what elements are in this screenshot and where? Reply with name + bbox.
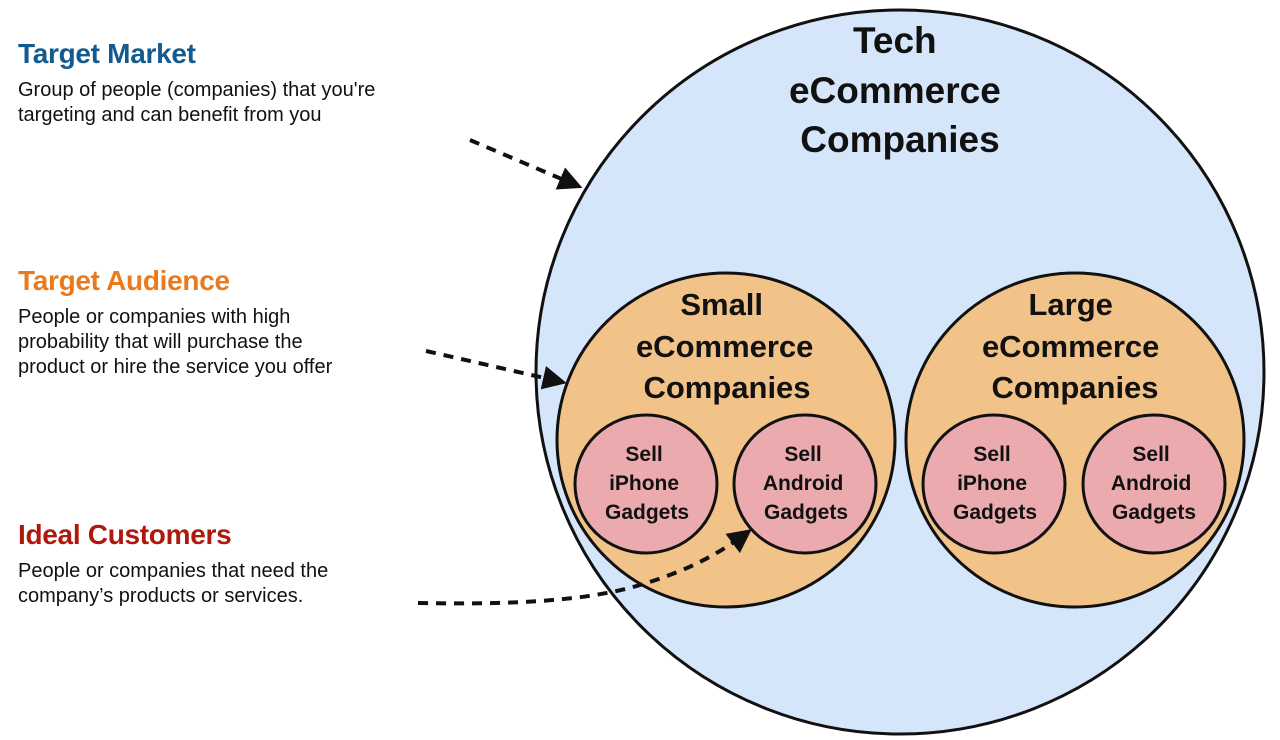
segment-label-line: Small xyxy=(680,287,763,322)
ideal-customers-title: Ideal Customers xyxy=(18,519,232,550)
niche-label-line: Android xyxy=(763,472,843,495)
target-audience-title: Target Audience xyxy=(18,265,230,296)
legend-ideal-customers: Ideal Customers People or companies that… xyxy=(18,519,328,609)
description-line: targeting and can benefit from you xyxy=(18,104,322,126)
niche-large-android-label: Sell Android Gadgets xyxy=(1111,443,1197,524)
niche-label-line: Sell xyxy=(784,443,821,466)
niche-label-line: Sell xyxy=(625,443,662,466)
legend-target-audience: Target Audience People or companies with… xyxy=(18,265,332,380)
niche-label-line: Gadgets xyxy=(1112,501,1196,524)
niche-label-line: Gadgets xyxy=(605,501,689,524)
niche-label-line: iPhone xyxy=(609,472,679,495)
niche-small-iphone-label: Sell iPhone Gadgets xyxy=(605,443,689,524)
legend-target-market: Target Market Group of people (companies… xyxy=(18,38,375,128)
market-label: Tech eCommerce Companies xyxy=(789,20,1011,160)
segment-label-line: eCommerce xyxy=(636,329,813,364)
segment-label-line: Large xyxy=(1028,287,1112,322)
arrow-target-audience xyxy=(425,349,567,390)
niche-label-line: Gadgets xyxy=(953,501,1037,524)
target-market-description: Group of people (companies) that you're … xyxy=(18,78,375,128)
arrow-ideal-customers xyxy=(417,529,752,606)
niche-circle-large-android xyxy=(1081,413,1227,555)
segment-label-line: Companies xyxy=(991,370,1158,405)
niche-label-line: Sell xyxy=(1132,443,1169,466)
niche-small-android-label: Sell Android Gadgets xyxy=(763,443,849,524)
niche-circle-small-iphone xyxy=(573,413,719,555)
target-market-title: Target Market xyxy=(18,38,196,69)
ideal-customers-description: People or companies that need the compan… xyxy=(18,559,328,609)
niche-circle-large-iphone xyxy=(921,413,1067,555)
segment-small-label: Small eCommerce Companies xyxy=(636,287,822,405)
description-line: company’s products or services. xyxy=(18,585,304,607)
target-audience-description: People or companies with high probabilit… xyxy=(18,305,332,380)
market-label-line: Tech xyxy=(853,20,937,61)
segment-label-line: eCommerce xyxy=(982,329,1159,364)
description-line: People or companies with high xyxy=(18,306,291,328)
market-label-line: Companies xyxy=(800,119,999,160)
arrow-target-market xyxy=(469,138,583,190)
description-line: probability that will purchase the xyxy=(18,331,303,353)
segment-large-label: Large eCommerce Companies xyxy=(982,287,1168,405)
segment-label-line: Companies xyxy=(643,370,810,405)
niche-label-line: Sell xyxy=(973,443,1010,466)
niche-label-line: Android xyxy=(1111,472,1191,495)
market-label-line: eCommerce xyxy=(789,70,1001,111)
niche-label-line: iPhone xyxy=(957,472,1027,495)
niche-circle-small-android xyxy=(732,413,878,555)
description-line: Group of people (companies) that you're xyxy=(18,79,376,101)
description-line: People or companies that need the xyxy=(18,560,329,582)
niche-label-line: Gadgets xyxy=(764,501,848,524)
niche-large-iphone-label: Sell iPhone Gadgets xyxy=(953,443,1037,524)
description-line: product or hire the service you offer xyxy=(18,356,333,378)
